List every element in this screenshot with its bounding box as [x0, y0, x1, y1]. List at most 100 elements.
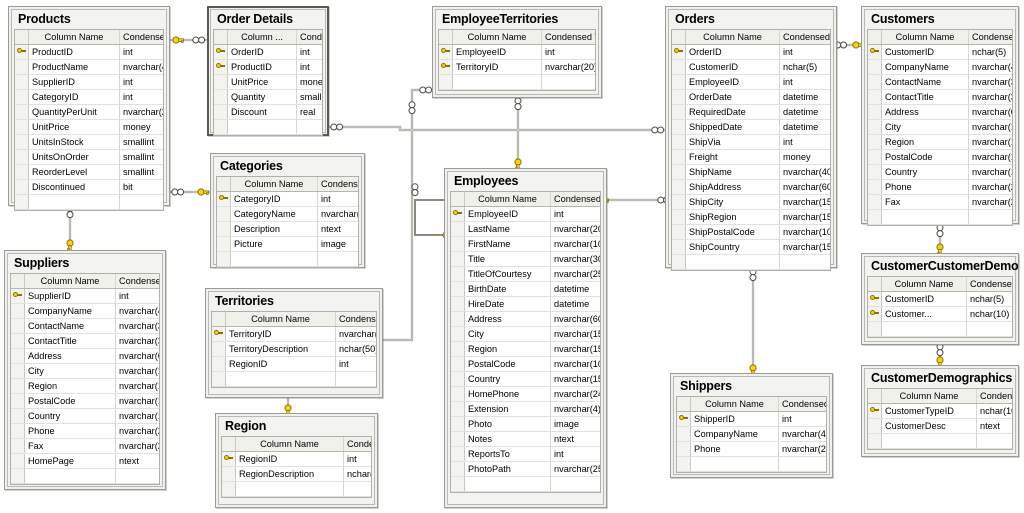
column-name-header[interactable]: Column Name [685, 30, 780, 45]
condensed-type-header[interactable]: Condensed ... [550, 192, 600, 207]
row-selector[interactable] [15, 59, 29, 75]
row-selector[interactable] [451, 251, 465, 267]
column-type-cell[interactable]: money [296, 74, 322, 90]
primary-key-icon[interactable] [868, 306, 882, 322]
column-type-cell[interactable]: nvarchar(60) [550, 311, 600, 327]
column-name-cell[interactable]: Picture [230, 236, 318, 252]
column-name-cell[interactable]: Fax [881, 194, 969, 210]
column-type-cell[interactable] [335, 371, 376, 387]
column-type-cell[interactable]: nvarchar(10) [550, 356, 600, 372]
row-selector[interactable] [451, 476, 465, 492]
column-type-cell[interactable]: int [779, 44, 830, 60]
column-name-cell[interactable] [227, 119, 297, 135]
column-grid[interactable]: Column NameCondensed...ShipperIDintCompa… [676, 396, 827, 473]
primary-key-icon[interactable] [15, 44, 29, 60]
column-type-cell[interactable] [119, 194, 163, 210]
column-type-cell[interactable]: nvarchar(15) [550, 371, 600, 387]
row-selector[interactable] [451, 296, 465, 312]
column-name-cell[interactable]: ContactTitle [881, 89, 969, 105]
column-name-cell[interactable]: CustomerID [881, 291, 967, 307]
column-name-cell[interactable]: BirthDate [464, 281, 551, 297]
column-name-cell[interactable]: UnitPrice [227, 74, 297, 90]
row-selector[interactable] [672, 119, 686, 135]
row-selector[interactable] [672, 254, 686, 270]
column-name-cell[interactable]: Country [464, 371, 551, 387]
row-selector[interactable] [868, 418, 882, 434]
column-name-cell[interactable]: SupplierID [24, 288, 116, 304]
new-column-row[interactable] [217, 251, 358, 267]
column-type-cell[interactable]: nvarchar(24) [550, 386, 600, 402]
column-name-cell[interactable]: Region [464, 341, 551, 357]
column-name-cell[interactable]: RegionDescription [235, 466, 344, 482]
condensed-type-header[interactable]: Condensed... [317, 177, 358, 192]
new-column-row[interactable] [11, 468, 159, 484]
row-selector[interactable] [451, 431, 465, 447]
row-selector[interactable] [672, 134, 686, 150]
column-type-cell[interactable] [976, 433, 1012, 449]
column-name-cell[interactable]: Region [24, 378, 116, 394]
column-type-cell[interactable]: nvarchar(20) [119, 104, 163, 120]
column-name-cell[interactable]: ShipCity [685, 194, 780, 210]
column-type-cell[interactable]: nvarchar(60) [115, 348, 159, 364]
column-type-cell[interactable]: nvarchar(15) [779, 209, 830, 225]
row-selector[interactable] [677, 426, 691, 442]
row-selector[interactable] [15, 104, 29, 120]
row-selector[interactable] [677, 441, 691, 457]
condensed-type-header[interactable]: Condensed T... [541, 30, 595, 45]
row-selector[interactable] [451, 371, 465, 387]
column-grid[interactable]: Column NameCondensed...ProductIDintProdu… [14, 29, 164, 211]
row-selector[interactable] [11, 303, 25, 319]
column-name-cell[interactable]: Photo [464, 416, 551, 432]
column-name-cell[interactable]: CompanyName [690, 426, 779, 442]
row-selector[interactable] [868, 119, 882, 135]
primary-key-icon[interactable] [214, 59, 228, 75]
condensed-type-header[interactable]: Condensed... [778, 397, 826, 412]
new-column-row[interactable] [222, 481, 371, 497]
column-type-cell[interactable]: nvarchar(60) [968, 104, 1012, 120]
column-name-cell[interactable]: TerritoryID [225, 326, 336, 342]
column-type-cell[interactable]: nvarchar(40) [968, 59, 1012, 75]
row-selector[interactable] [451, 266, 465, 282]
row-selector[interactable] [214, 104, 228, 120]
row-selector[interactable] [11, 438, 25, 454]
column-name-cell[interactable]: SupplierID [28, 74, 120, 90]
row-selector[interactable] [217, 206, 231, 222]
row-selector[interactable] [451, 236, 465, 252]
column-grid[interactable]: Column ...Conde...OrderIDintProductIDint… [213, 29, 323, 136]
row-selector[interactable] [212, 341, 226, 357]
column-name-cell[interactable]: ContactTitle [24, 333, 116, 349]
primary-key-icon[interactable] [214, 44, 228, 60]
row-selector[interactable] [672, 179, 686, 195]
column-type-cell[interactable]: nvarchar(30) [115, 333, 159, 349]
column-name-cell[interactable]: Phone [690, 441, 779, 457]
column-type-cell[interactable]: nvarchar(15) [115, 378, 159, 394]
row-selector[interactable] [451, 446, 465, 462]
column-name-cell[interactable] [464, 476, 551, 492]
column-type-cell[interactable]: nvarchar(15) [115, 408, 159, 424]
row-selector[interactable] [15, 164, 29, 180]
column-grid[interactable]: Column NameConden...RegionIDintRegionDes… [221, 436, 372, 498]
primary-key-icon[interactable] [439, 44, 453, 60]
